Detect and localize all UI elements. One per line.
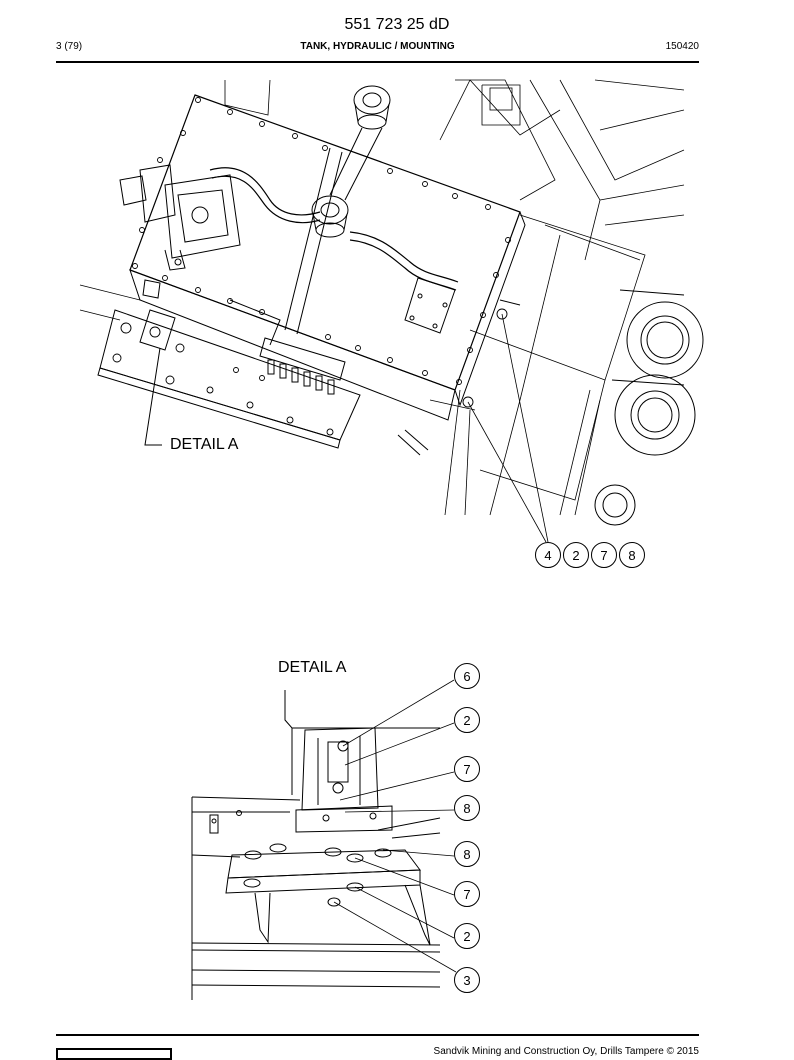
callout-leaders-main — [467, 313, 549, 543]
bolt-pattern — [112, 97, 511, 436]
callout-label: 7 — [463, 762, 470, 777]
callout-label: 8 — [463, 801, 470, 816]
hub-assembly — [594, 289, 704, 526]
mounting-bracket — [97, 299, 361, 449]
callout-label: 4 — [544, 548, 551, 563]
detail-a-drawing — [191, 690, 441, 1000]
date-code: 150420 — [665, 41, 699, 52]
detail-a-label: DETAIL A — [170, 436, 239, 453]
page-title: TANK, HYDRAULIC / MOUNTING — [300, 41, 455, 52]
callout-label: 7 — [463, 887, 470, 902]
filter-cylinder-lower — [311, 195, 349, 238]
filter-cylinder-upper — [329, 85, 391, 201]
detail-a-title: DETAIL A — [278, 659, 347, 676]
hose-fittings — [259, 337, 346, 395]
callout-label: 6 — [463, 669, 470, 684]
callout-label: 8 — [628, 548, 635, 563]
valve-block — [119, 164, 241, 299]
document-number: 551 723 25 dD — [344, 16, 450, 33]
callout-label: 8 — [463, 847, 470, 862]
detail-a-leader — [144, 347, 162, 446]
page-header: 3 (79) TANK, HYDRAULIC / MOUNTING 150420 — [56, 41, 699, 55]
frame-rods — [397, 299, 521, 456]
footer-copyright: Sandvik Mining and Construction Oy, Dril… — [433, 1046, 699, 1057]
callout-circles — [454, 542, 645, 993]
callout-leaders-detail — [333, 679, 457, 973]
callout-label: 2 — [572, 548, 579, 563]
footer-divider — [56, 1034, 699, 1036]
cover-plate — [404, 277, 456, 334]
header-divider — [56, 61, 699, 63]
frame-structure — [79, 79, 685, 516]
callout-label: 2 — [463, 713, 470, 728]
sandvik-logo — [56, 1048, 172, 1060]
page-indicator: 3 (79) — [56, 41, 83, 52]
callout-label: 3 — [463, 973, 470, 988]
callout-label: 2 — [463, 929, 470, 944]
hydraulic-tank — [129, 94, 526, 421]
callout-label: 7 — [600, 548, 607, 563]
